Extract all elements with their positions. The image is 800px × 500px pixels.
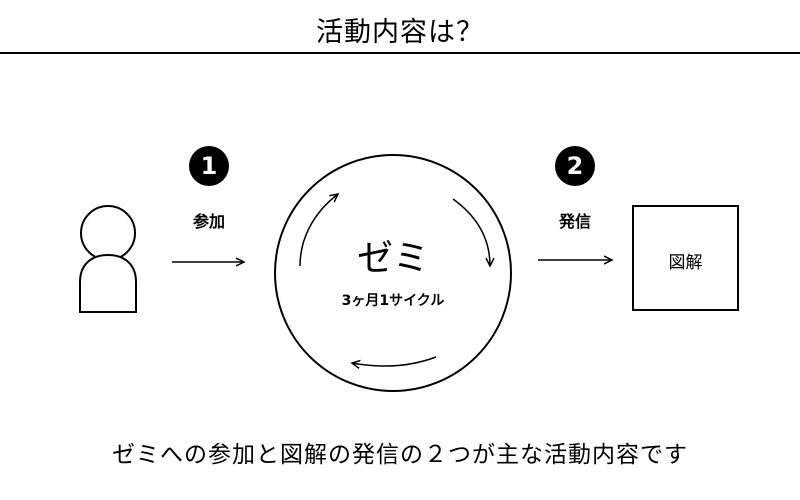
seminar-cycle: 3ヶ月1サイクル bbox=[341, 293, 445, 309]
seminar-name: ゼミ bbox=[356, 238, 429, 279]
step-1-badge: 1 bbox=[189, 146, 229, 186]
cycle-arrow-right bbox=[452, 198, 490, 266]
page-title: 活動内容は？ bbox=[316, 17, 484, 48]
person-icon bbox=[79, 205, 137, 313]
step-1-label: 参加 bbox=[192, 212, 225, 231]
diagram-output-box bbox=[632, 205, 739, 311]
title-divider bbox=[0, 52, 800, 54]
step-2-label: 発信 bbox=[558, 212, 591, 231]
cycle-arrow-bottom bbox=[352, 356, 437, 366]
output-label: 図解 bbox=[668, 253, 703, 273]
summary-caption: ゼミへの参加と図解の発信の２つが主な活動内容です bbox=[112, 442, 688, 468]
step-2-badge: 2 bbox=[555, 146, 595, 186]
seminar-circle bbox=[274, 154, 512, 392]
cycle-arrow-left bbox=[299, 194, 338, 267]
